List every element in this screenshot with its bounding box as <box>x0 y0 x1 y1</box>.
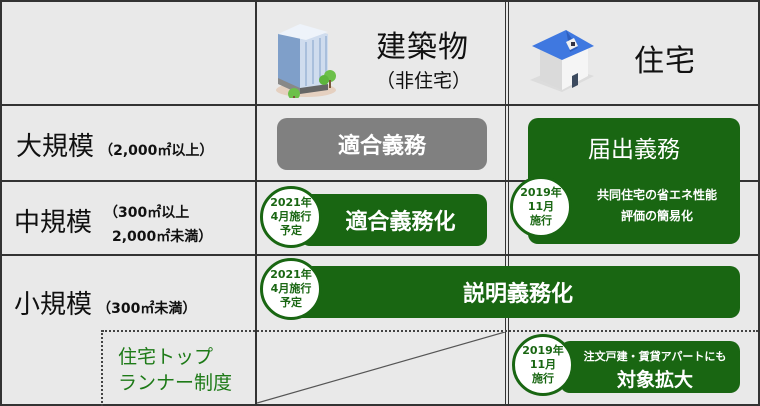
medium-building-conformity-mandatory: 適合義務化 <box>300 194 487 246</box>
dotted-divider-top-runner-left <box>101 330 103 406</box>
badge-line: 4月施行 <box>270 210 312 223</box>
badge-line: 2021年 <box>270 196 312 209</box>
badge-line: 11月 <box>529 358 557 371</box>
row-note-large: （2,000㎡以上） <box>99 143 214 159</box>
top-runner-housing-line1: 注文戸建・賃貸アパートにも <box>583 350 727 363</box>
column-divider-2b <box>508 0 509 406</box>
badge-line: 施行 <box>530 214 552 227</box>
row-divider-large <box>0 180 760 182</box>
row-note-small: （300㎡未満） <box>97 301 197 317</box>
badge-line: 予定 <box>280 296 302 309</box>
top-runner-label: 住宅トップ ランナー制度 <box>118 344 232 396</box>
badge-medium-building-date: 2021年 4月施行 予定 <box>260 186 322 248</box>
building-column-subtitle: （非住宅） <box>376 70 472 92</box>
row-note-medium-2: 2,000㎡未満） <box>112 229 213 245</box>
large-building-label: 適合義務 <box>337 134 426 159</box>
row-divider-header <box>0 104 760 106</box>
small-explanation-mandatory: 説明義務化 <box>300 266 740 318</box>
border-right <box>758 0 760 406</box>
housing-column-title: 住宅 <box>634 44 696 79</box>
row-label-large: 大規模 （2,000㎡以上） <box>16 126 213 163</box>
row-title-small: 小規模 <box>14 290 93 320</box>
large-building-conformity-obligation: 適合義務 <box>277 118 487 170</box>
column-divider-1 <box>255 0 257 406</box>
badge-line: 2019年 <box>522 344 564 357</box>
row-title-large: 大規模 <box>16 132 95 162</box>
badge-line: 11月 <box>527 200 555 213</box>
badge-line: 2019年 <box>520 186 562 199</box>
badge-line: 2021年 <box>270 268 312 281</box>
border-bottom <box>0 404 760 406</box>
badge-top-runner-date: 2019年 11月 施行 <box>512 334 574 396</box>
row-divider-medium <box>0 254 760 256</box>
row-title-medium: 中規模 <box>14 208 93 238</box>
housing-notification-detail-1: 共同住宅の省エネ性能 <box>596 188 717 202</box>
housing-notification-label: 届出義務 <box>588 137 680 163</box>
top-runner-housing-line2: 対象拡大 <box>616 369 693 391</box>
badge-line: 4月施行 <box>270 282 312 295</box>
row-label-small: 小規模 （300㎡未満） <box>14 284 196 321</box>
small-explanation-label: 説明義務化 <box>462 282 573 307</box>
diagonal-not-applicable-line <box>257 332 505 404</box>
badge-housing-notification-date: 2019年 11月 施行 <box>510 176 572 238</box>
badge-small-explanation-date: 2021年 4月施行 予定 <box>260 258 322 320</box>
column-divider-2a <box>505 0 506 406</box>
dotted-divider-top-runner <box>102 330 758 332</box>
house-icon <box>530 30 594 92</box>
office-building-icon <box>276 24 336 98</box>
building-column-title: 建築物 <box>376 30 469 65</box>
badge-line: 予定 <box>280 224 302 237</box>
badge-line: 施行 <box>532 372 554 385</box>
row-note-medium-1: （300㎡以上 <box>104 205 190 221</box>
top-runner-line1: 住宅トップ <box>118 346 214 368</box>
housing-notification-detail-2: 評価の簡易化 <box>620 209 693 223</box>
medium-building-label: 適合義務化 <box>345 210 456 235</box>
border-left <box>0 0 2 406</box>
top-runner-housing-scope-expansion: 注文戸建・賃貸アパートにも 対象拡大 <box>560 341 740 393</box>
top-runner-line2: ランナー制度 <box>118 372 233 394</box>
border-top <box>0 0 760 2</box>
